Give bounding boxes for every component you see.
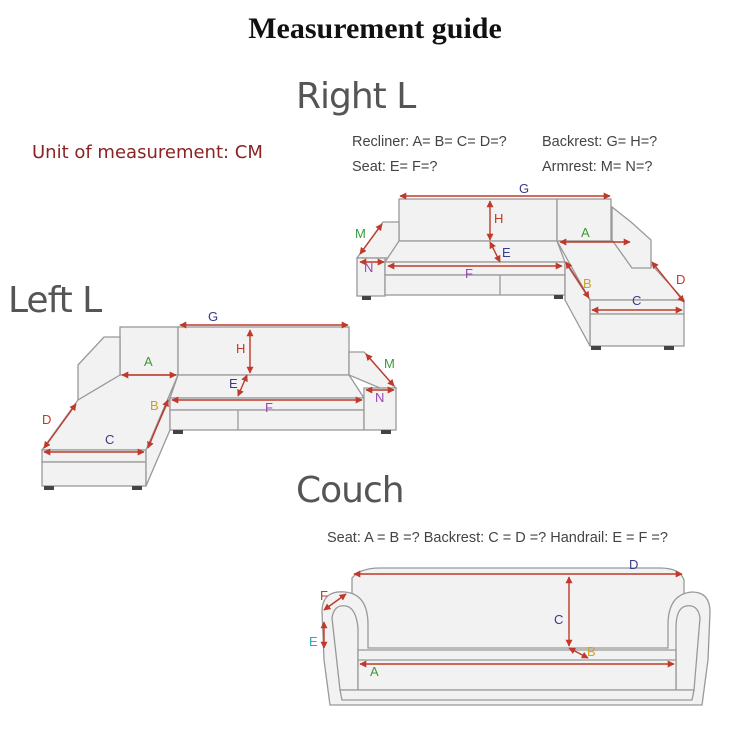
couch-heading: Couch: [296, 470, 405, 511]
right-l-armrest-formula: Armrest: M= N=?: [542, 159, 653, 175]
right-l-seat-top: [383, 240, 566, 263]
left-l-dim-m: [365, 353, 395, 387]
right-l-label-m: M: [355, 226, 366, 241]
couch-label-d: D: [629, 557, 638, 572]
left-l-dim-b: [147, 399, 169, 449]
couch-label-f: F: [320, 588, 328, 603]
right-l-seat-front: [384, 274, 566, 296]
right-l-recliner-formula: Recliner: A= B= C= D=?: [352, 134, 507, 150]
left-l-label-b: B: [150, 398, 159, 413]
left-l-backrest-chaise: [119, 326, 179, 376]
right-l-label-d: D: [676, 272, 685, 287]
unit-note: Unit of measurement: CM: [32, 142, 263, 163]
right-l-label-g: G: [519, 181, 529, 196]
right-l-seat-formula: Seat: E= F=?: [352, 159, 438, 175]
right-l-sofa: [355, 198, 686, 347]
right-l-dim-e: [489, 241, 501, 263]
right-l-dim-m: [359, 223, 383, 255]
left-l-label-m: M: [384, 356, 395, 371]
left-l-seat-top: [169, 374, 366, 399]
page-title: Measurement guide: [248, 12, 502, 45]
left-l-dim-d: [43, 403, 77, 449]
left-l-label-n: N: [375, 390, 384, 405]
right-l-label-n: N: [364, 260, 373, 275]
left-l-backrest: [177, 326, 350, 376]
right-l-backrest-formula: Backrest: G= H=?: [542, 134, 658, 150]
right-l-label-b: B: [583, 276, 592, 291]
left-l-label-g: G: [208, 309, 218, 324]
right-l-dim-d: [651, 261, 685, 303]
left-l-heading: Left L: [8, 280, 102, 321]
couch-dim-b: [568, 647, 589, 659]
left-l-dim-e: [237, 374, 248, 397]
right-l-backrest: [398, 198, 558, 242]
couch-backrest: [351, 567, 685, 651]
left-l-label-a: A: [144, 354, 153, 369]
couch-seat: [357, 649, 677, 691]
left-l-label-f: F: [265, 400, 273, 415]
right-l-label-h: H: [494, 211, 503, 226]
right-l-label-c: C: [632, 293, 641, 308]
couch-sofa: [321, 567, 711, 706]
couch-label-e: E: [309, 634, 318, 649]
left-l-armrest-front: [363, 387, 397, 431]
right-l-dim-b: [565, 261, 590, 299]
right-l-label-e: E: [502, 245, 511, 260]
right-l-seat-front-top: [384, 261, 566, 276]
right-l-chaise-front: [589, 313, 685, 347]
left-l-sofa: [40, 326, 398, 487]
left-l-label-d: D: [42, 412, 51, 427]
couch-label-b: B: [587, 644, 596, 659]
left-l-label-c: C: [105, 432, 114, 447]
couch-label-c: C: [554, 612, 563, 627]
right-l-label-a: A: [581, 225, 590, 240]
couch-formula: Seat: A = B =? Backrest: C = D =? Handra…: [327, 530, 668, 546]
left-l-label-e: E: [229, 376, 238, 391]
left-l-chaise-front: [41, 461, 147, 487]
left-l-label-h: H: [236, 341, 245, 356]
couch-label-a: A: [370, 664, 379, 679]
right-l-label-f: F: [465, 266, 473, 281]
couch-dim-f: [323, 593, 347, 611]
right-l-heading: Right L: [296, 76, 416, 117]
